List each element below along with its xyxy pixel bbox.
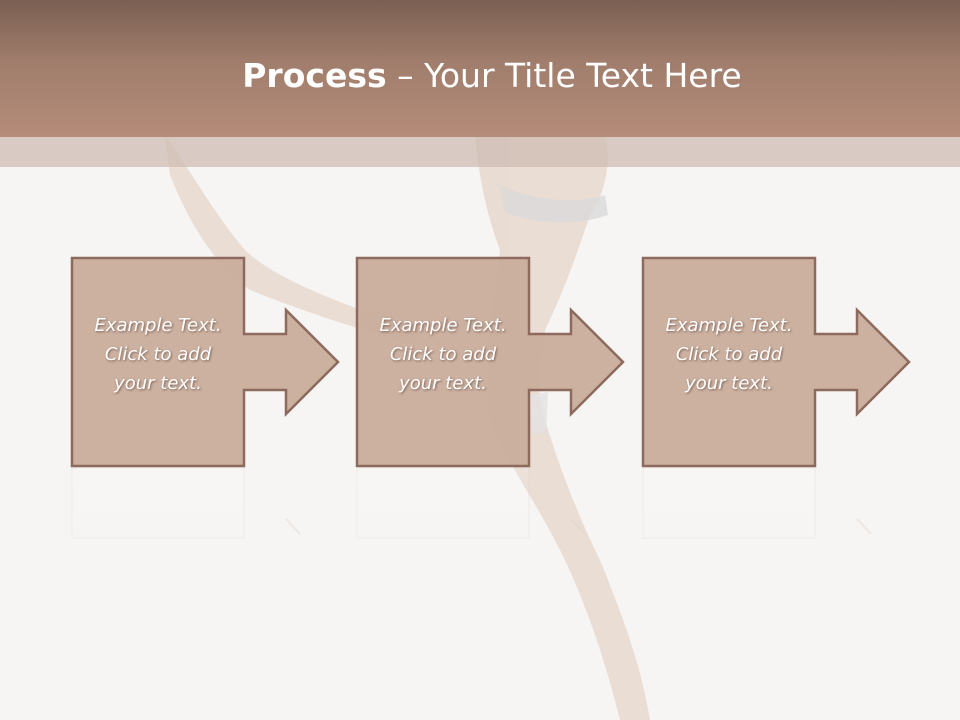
- slide-title[interactable]: Process – Your Title Text Here: [0, 54, 960, 98]
- step-1-text[interactable]: Example Text. Click to add your text.: [72, 311, 244, 398]
- process-step-3[interactable]: [641, 256, 911, 468]
- step-3-line-3: your text.: [685, 373, 773, 394]
- step-3-text[interactable]: Example Text. Click to add your text.: [643, 311, 815, 398]
- step-3-line-2: Click to add: [675, 344, 783, 365]
- title-rest: – Your Title Text Here: [386, 56, 742, 95]
- title-bold: Process: [242, 56, 387, 95]
- title-bar: [0, 0, 960, 137]
- title-band: [0, 137, 960, 167]
- step-1-line-2: Click to add: [104, 344, 212, 365]
- step-2-line-3: your text.: [399, 373, 487, 394]
- process-step-2[interactable]: [355, 256, 625, 468]
- step-2-line-1: Example Text.: [379, 315, 507, 336]
- step-2-text[interactable]: Example Text. Click to add your text.: [357, 311, 529, 398]
- step-1-line-1: Example Text.: [94, 315, 222, 336]
- process-step-1[interactable]: [70, 256, 340, 468]
- step-3-line-1: Example Text.: [665, 315, 793, 336]
- step-2-line-2: Click to add: [389, 344, 497, 365]
- step-1-line-3: your text.: [114, 373, 202, 394]
- reflection: [71, 467, 872, 539]
